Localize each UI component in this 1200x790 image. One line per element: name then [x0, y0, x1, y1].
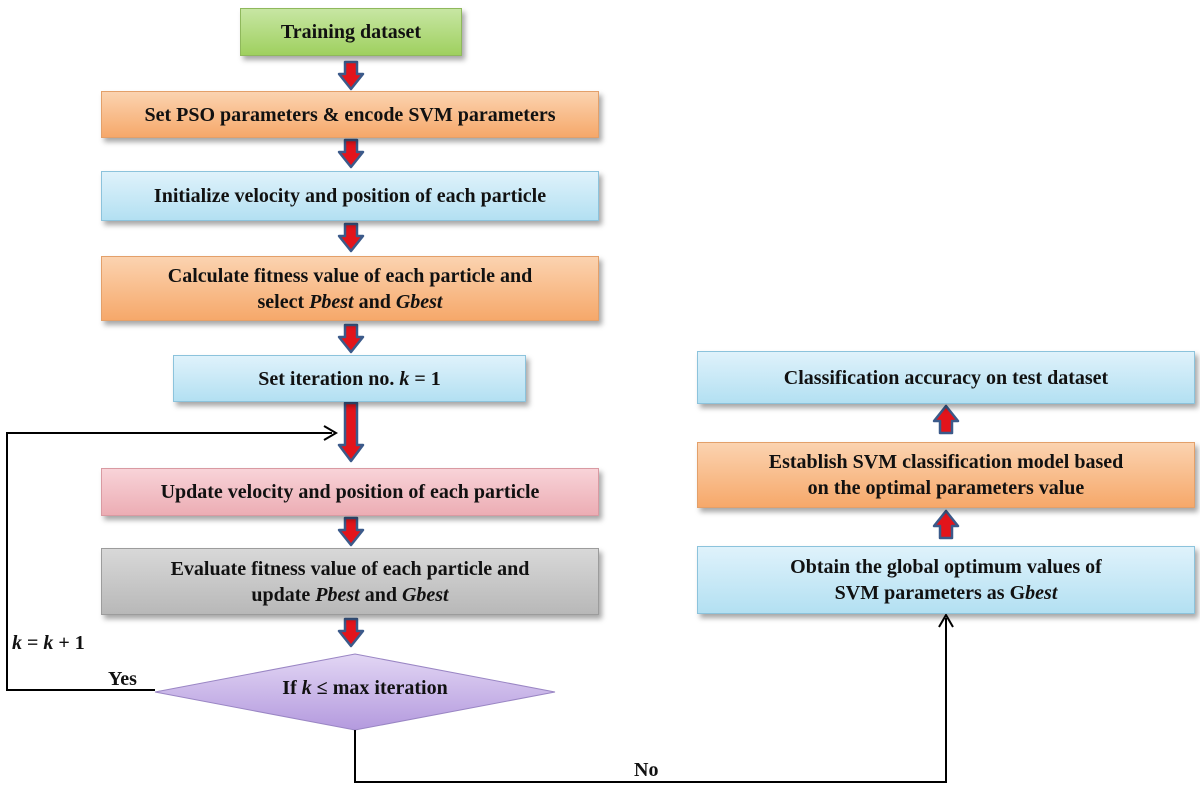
- evaluate-line-2: update Pbest and Gbest: [251, 582, 448, 608]
- yes-label: Yes: [108, 668, 137, 690]
- pbest-term: Pbest: [309, 290, 354, 313]
- obtain-line-2: SVM parameters as Gbest: [835, 580, 1058, 606]
- iteration-equals-one: = 1: [409, 367, 441, 390]
- k-increment-k2: k: [43, 632, 54, 654]
- calculate-fitness-box: Calculate fitness value of each particle…: [101, 256, 599, 321]
- yes-loop-arrowhead: [323, 425, 338, 441]
- calculate-line-1: Calculate fitness value of each particle…: [167, 264, 533, 287]
- decision-if-text: If: [282, 677, 302, 699]
- obtain-global-optimum-box: Obtain the global optimum values of SVM …: [697, 546, 1195, 614]
- set-pso-parameters-box: Set PSO parameters & encode SVM paramete…: [101, 91, 599, 138]
- evaluate-update-text: update: [251, 583, 316, 606]
- gbest-term: Gbest: [395, 290, 443, 313]
- initialize-particles-box: Initialize velocity and position of each…: [101, 171, 599, 221]
- decision-condition-text: ≤ max iteration: [311, 677, 448, 699]
- update-label: Update velocity and position of each par…: [160, 481, 540, 503]
- evaluate-fitness-box: Evaluate fitness value of each particle …: [101, 548, 599, 615]
- down-arrow-3: [337, 222, 365, 253]
- obtain-svm-text: SVM parameters as G: [834, 582, 1026, 604]
- evaluate-line-1: Evaluate fitness value of each particle …: [170, 557, 530, 580]
- decision-label: If k ≤ max iteration: [280, 677, 450, 700]
- up-arrow-1: [932, 404, 960, 435]
- classification-accuracy-box: Classification accuracy on test dataset: [697, 351, 1195, 404]
- eval-gbest-term: Gbest: [401, 583, 449, 606]
- k-increment-k1: k: [12, 632, 22, 654]
- establish-line-2: on the optimal parameters value: [807, 477, 1085, 499]
- k-increment-plus: + 1: [53, 632, 85, 654]
- evaluate-and-text: and: [359, 583, 402, 606]
- obtain-best-term: best: [1025, 582, 1058, 604]
- eval-pbest-term: Pbest: [315, 583, 360, 606]
- calculate-and-text: and: [353, 290, 396, 313]
- set-pso-label: Set PSO parameters & encode SVM paramete…: [144, 103, 556, 126]
- no-arrowhead: [938, 613, 954, 628]
- decision-k: k: [301, 677, 312, 699]
- set-iteration-label: Set iteration no. k = 1: [258, 366, 441, 392]
- obtain-line-1: Obtain the global optimum values of: [790, 556, 1102, 578]
- set-iteration-text: Set iteration no.: [258, 367, 400, 390]
- no-line: [354, 618, 947, 783]
- down-arrow-4: [337, 323, 365, 354]
- calculate-line-2: select Pbest and Gbest: [258, 289, 443, 315]
- training-dataset-label: Training dataset: [280, 21, 422, 43]
- establish-line-1: Establish SVM classification model based: [768, 451, 1124, 473]
- calculate-select-text: select: [257, 290, 310, 313]
- down-arrow-5: [337, 516, 365, 547]
- down-arrow-1: [337, 60, 365, 91]
- training-dataset-box: Training dataset: [240, 8, 462, 56]
- yes-loop-line: [6, 432, 332, 691]
- k-increment-label: k = k + 1: [12, 632, 85, 655]
- update-velocity-box: Update velocity and position of each par…: [101, 468, 599, 516]
- initialize-label: Initialize velocity and position of each…: [153, 185, 547, 207]
- iteration-k: k: [399, 367, 410, 390]
- classification-label: Classification accuracy on test dataset: [783, 366, 1109, 389]
- up-arrow-2: [932, 509, 960, 540]
- down-arrow-long: [337, 401, 365, 463]
- establish-svm-model-box: Establish SVM classification model based…: [697, 442, 1195, 508]
- down-arrow-6: [337, 617, 365, 648]
- down-arrow-2: [337, 138, 365, 169]
- no-label: No: [634, 759, 659, 781]
- set-iteration-box: Set iteration no. k = 1: [173, 355, 526, 402]
- k-increment-equals: =: [22, 632, 44, 654]
